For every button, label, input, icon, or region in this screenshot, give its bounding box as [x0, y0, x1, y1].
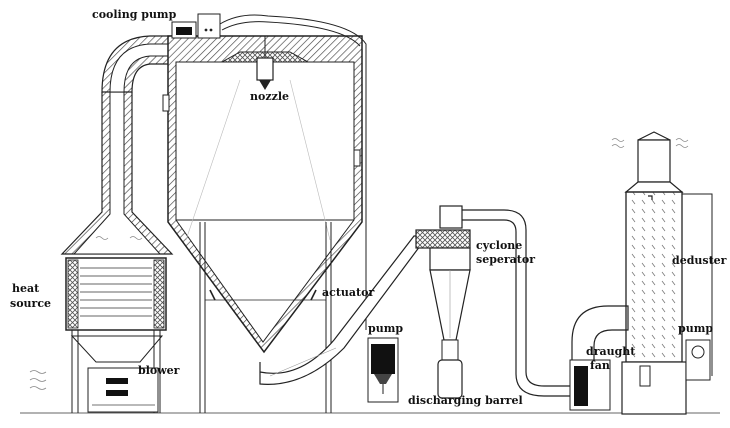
label-nozzle: nozzle — [250, 90, 290, 103]
label-actuator: actuator — [322, 286, 375, 299]
label-cyclone-line1: cyclone — [476, 239, 523, 252]
heat-source-unit — [65, 257, 167, 413]
nozzle-assembly — [256, 36, 274, 90]
cooling-pump-unit — [171, 13, 221, 39]
label-heat-source-line2: source — [10, 297, 52, 310]
draught-fan-unit — [569, 305, 629, 411]
cooling-water-line — [219, 14, 367, 330]
label-cyclone-line2: seperator — [476, 253, 536, 266]
label-draught-fan-line1: draught — [586, 345, 636, 358]
deduster-tower — [621, 131, 713, 415]
label-blower: blower — [138, 364, 180, 377]
heat-waves — [29, 236, 143, 390]
label-pump-right: pump — [678, 322, 714, 335]
cyclone-separator — [415, 205, 471, 399]
drying-chamber — [162, 35, 363, 413]
label-pump-left: pump — [368, 322, 404, 335]
pump-right-unit — [685, 339, 711, 381]
label-discharging-barrel: discharging barrel — [408, 394, 523, 407]
label-heat-source-line1: heat — [12, 282, 40, 295]
pump-left-unit — [367, 337, 399, 403]
exhaust-pipe — [462, 209, 600, 397]
label-draught-fan-line2: fan — [590, 359, 610, 372]
exhaust-steam — [611, 138, 689, 148]
label-deduster: deduster — [672, 254, 727, 267]
blower-unit — [87, 367, 159, 413]
label-cooling-pump: cooling pump — [92, 8, 177, 21]
